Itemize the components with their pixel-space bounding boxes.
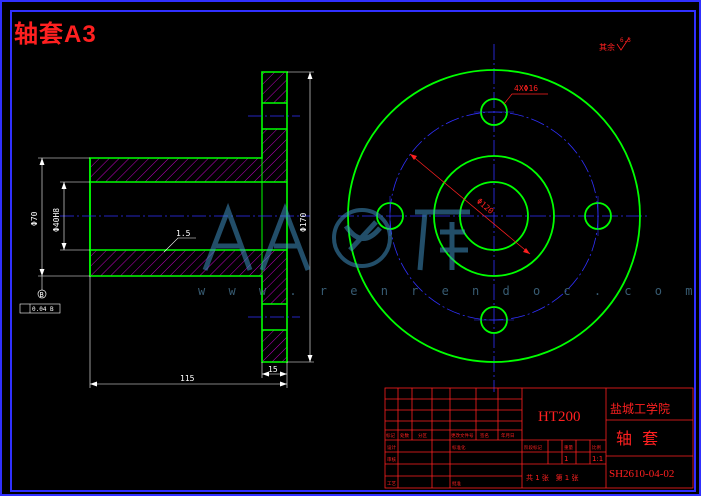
tb-qty: 1 [564,455,568,463]
watermark-url: w w w . r e n r e n d o c . c o m [198,284,701,298]
tb-label-craft: 工艺 [387,481,396,487]
pcd-dim-line [409,153,531,255]
tb-label-count: 处数 [400,432,409,439]
tb-label-review: 审核 [387,456,396,463]
inner-frame [10,10,696,492]
svg-text:6.3: 6.3 [620,37,631,44]
dim-hole-spec: 4XΦ16 [514,84,538,93]
surface-note: 其余 6.3 [599,37,631,52]
tb-sheet-info: 共 1 张 第 1 张 [526,473,578,482]
tolerance-frame [19,303,61,314]
svg-text:其余: 其余 [599,42,615,52]
tb-label-design: 设计 [387,444,396,451]
dim-chamfer: 1.5 [176,229,191,238]
bore-circle [459,181,529,251]
tb-part-name: 轴 套 [616,429,658,448]
tb-label-std: 标准化 [452,444,466,451]
tb-label-change: 更改文件号 [451,432,474,439]
title-block [384,387,694,489]
dim-bore-dia: Φ40H8 [52,208,61,232]
tb-label-stage: 阶段标记 [524,444,542,451]
section-hatch-lower [90,250,287,362]
tb-label-approve: 批准 [452,480,461,487]
section-hatch-upper [90,72,287,182]
tb-label-date: 年月日 [501,432,515,439]
tb-label-ratio: 比例 [592,444,601,451]
tb-label-mark: 标记 [386,432,395,439]
watermark-logo [202,202,470,271]
section-view: Φ70 Φ40H8 Φ170 1.5 115 15 B 0.04 B [19,71,314,388]
hub-circle [433,155,555,277]
tb-school: 盐城工学院 [610,401,670,416]
dim-pcd: Φ120 [475,197,496,216]
tb-scale: 1:1 [592,455,603,463]
bore-outline [89,158,287,276]
sheet-title: 轴套A3 [14,21,97,48]
tb-drawing-no: SH2610-04-02 [609,468,674,480]
datum-letter: B [40,291,44,299]
tb-material: HT200 [538,409,581,425]
dim-total-length: 115 [180,374,195,383]
front-view: 4XΦ16 Φ120 [338,44,650,392]
section-outline [89,71,288,363]
tb-label-zone: 分区 [418,432,427,439]
dim-outer-dia: Φ70 [30,211,39,226]
tb-label-weight: 重量 [564,444,573,451]
tolerance-value: 0.04 B [32,306,54,313]
dim-flange-dia: Φ170 [299,213,308,232]
tb-label-sign: 签名 [480,432,489,439]
datum-symbol [37,289,47,299]
dim-flange-thk: 15 [268,365,278,374]
